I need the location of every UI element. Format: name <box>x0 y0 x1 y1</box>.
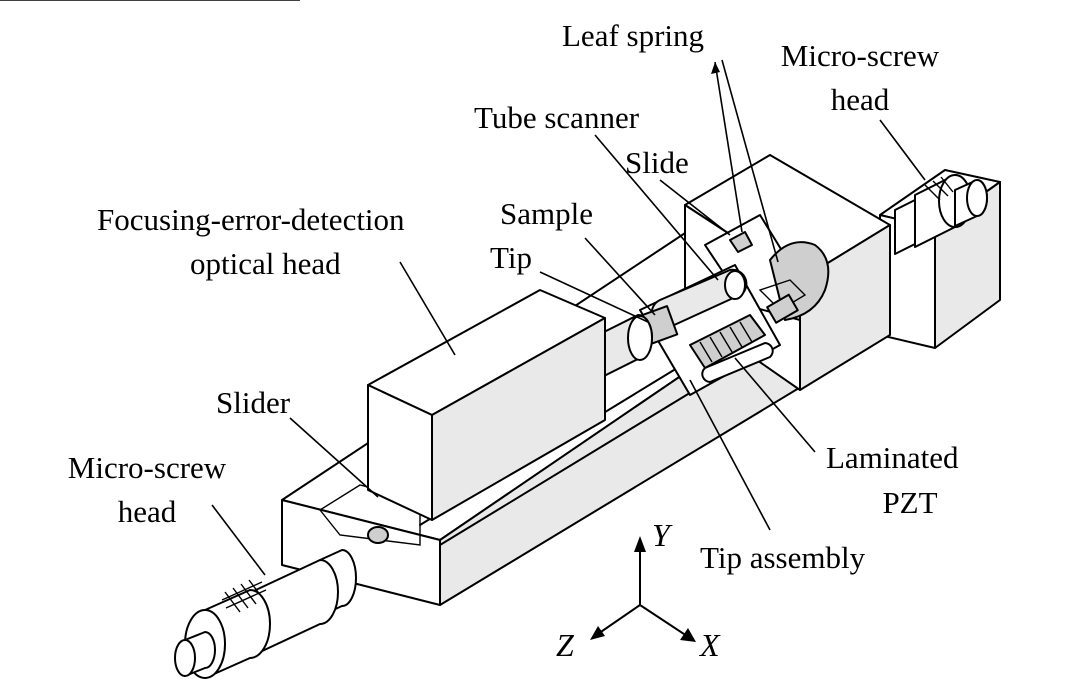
label-tube-scanner: Tube scanner <box>474 100 640 135</box>
label-focusing-error-detection: Focusing-error-detection <box>97 202 405 237</box>
label-laminated: Laminated <box>826 440 959 475</box>
label-micro-screw-head-left-2: head <box>117 494 177 529</box>
scanner-assembly <box>639 264 781 396</box>
left-micro-screw <box>174 549 357 679</box>
label-pzt: PZT <box>882 485 938 520</box>
axis-triad <box>590 536 696 642</box>
right-micro-screw <box>894 174 988 255</box>
x-axis-arrow <box>680 628 696 642</box>
y-axis-arrow <box>634 536 646 552</box>
axis-label-x: X <box>700 627 720 663</box>
optical-head <box>367 289 653 521</box>
z-axis-arrow <box>590 626 605 640</box>
label-sample: Sample <box>500 196 593 231</box>
label-micro-screw-head-right-1: Micro-screw <box>780 38 940 73</box>
label-slider: Slider <box>216 385 291 420</box>
leader-lines <box>211 59 926 576</box>
label-leaf-spring: Leaf spring <box>562 18 705 53</box>
label-tip-assembly: Tip assembly <box>700 540 866 575</box>
axis-label-y: Y <box>652 517 670 553</box>
label-tip: Tip <box>490 240 532 275</box>
laminated-pzt-stack <box>689 314 766 369</box>
label-optical-head: optical head <box>190 246 341 281</box>
axis-label-z: Z <box>556 627 574 663</box>
label-slide: Slide <box>625 145 689 180</box>
label-micro-screw-head-left-1: Micro-screw <box>67 450 227 485</box>
label-micro-screw-head-right-2: head <box>830 82 890 117</box>
